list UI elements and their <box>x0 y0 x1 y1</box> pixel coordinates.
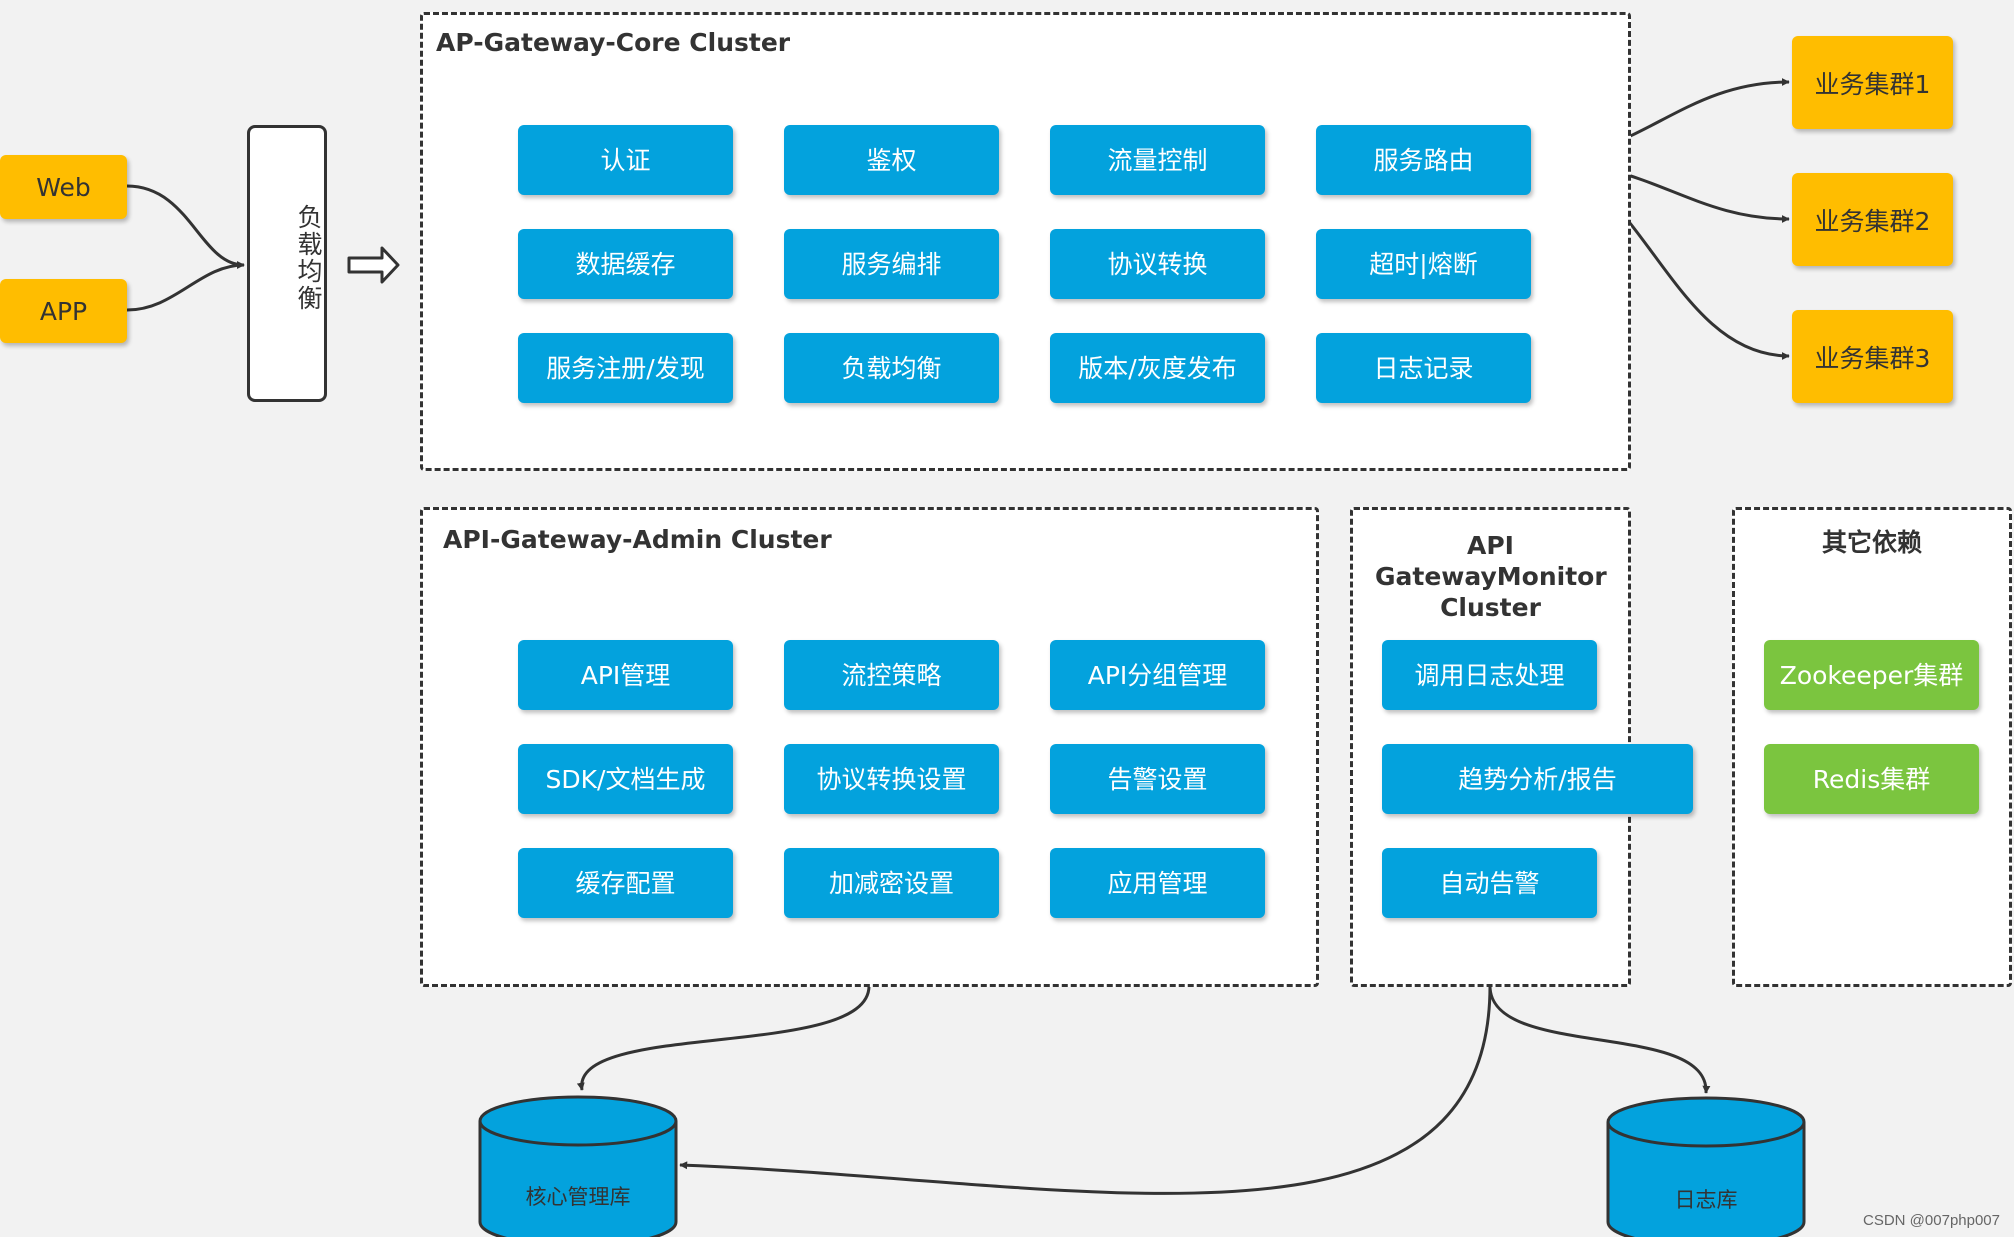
core-module: 协议转换 <box>1050 229 1265 299</box>
app-client: APP <box>0 279 127 343</box>
core-module: 服务路由 <box>1316 125 1531 195</box>
log-db-cylinder <box>1606 1096 1806 1237</box>
monitor-to-logdb-connector <box>1488 985 1711 1094</box>
core-db-label: 核心管理库 <box>525 1185 631 1209</box>
admin-module: 流控策略 <box>784 640 999 710</box>
core-db-cylinder <box>478 1095 678 1237</box>
core-module: 日志记录 <box>1316 333 1531 403</box>
admin-module: API分组管理 <box>1050 640 1265 710</box>
core-module: 数据缓存 <box>518 229 733 299</box>
admin-module: 加减密设置 <box>784 848 999 918</box>
core-module: 认证 <box>518 125 733 195</box>
dependencies-cluster-title: 其它依赖 <box>1821 528 1922 557</box>
business-cluster: 业务集群2 <box>1792 173 1953 266</box>
monitor-module: 趋势分析/报告 <box>1382 744 1693 814</box>
admin-module: SDK/文档生成 <box>518 744 733 814</box>
load-balancer: 负载均衡 <box>247 125 327 402</box>
core-cluster-title: AP-Gateway-Core Cluster <box>436 28 791 57</box>
log-db-label: 日志库 <box>1674 1188 1738 1212</box>
core-module: 服务注册/发现 <box>518 333 733 403</box>
core-module: 负载均衡 <box>784 333 999 403</box>
core-module: 鉴权 <box>784 125 999 195</box>
admin-module: API管理 <box>518 640 733 710</box>
core-module: 服务编排 <box>784 229 999 299</box>
admin-module: 应用管理 <box>1050 848 1265 918</box>
dependency-module: Zookeeper集群 <box>1764 640 1979 710</box>
core-module: 超时|熔断 <box>1316 229 1531 299</box>
monitor-module: 调用日志处理 <box>1382 640 1597 710</box>
monitor-to-coredb-connector <box>679 985 1492 1195</box>
admin-module: 协议转换设置 <box>784 744 999 814</box>
monitor-cluster-title: API GatewayMonitor Cluster <box>1375 531 1607 622</box>
app-to-lb-connector <box>126 261 245 312</box>
load-balancer-label: 负载均衡 <box>294 204 323 312</box>
admin-module: 告警设置 <box>1050 744 1265 814</box>
watermark: CSDN @007php007 <box>1863 1212 2000 1229</box>
business-cluster: 业务集群3 <box>1792 310 1953 403</box>
admin-module: 缓存配置 <box>518 848 733 918</box>
lb-to-core-arrow <box>347 246 400 284</box>
dependency-module: Redis集群 <box>1764 744 1979 814</box>
web-to-lb-connector <box>126 184 245 269</box>
admin-to-coredb-connector <box>576 985 871 1091</box>
core-module: 流量控制 <box>1050 125 1265 195</box>
monitor-module: 自动告警 <box>1382 848 1597 918</box>
core-module: 版本/灰度发布 <box>1050 333 1265 403</box>
admin-cluster-title: API-Gateway-Admin Cluster <box>443 525 832 554</box>
web-client: Web <box>0 155 127 219</box>
business-cluster: 业务集群1 <box>1792 36 1953 129</box>
